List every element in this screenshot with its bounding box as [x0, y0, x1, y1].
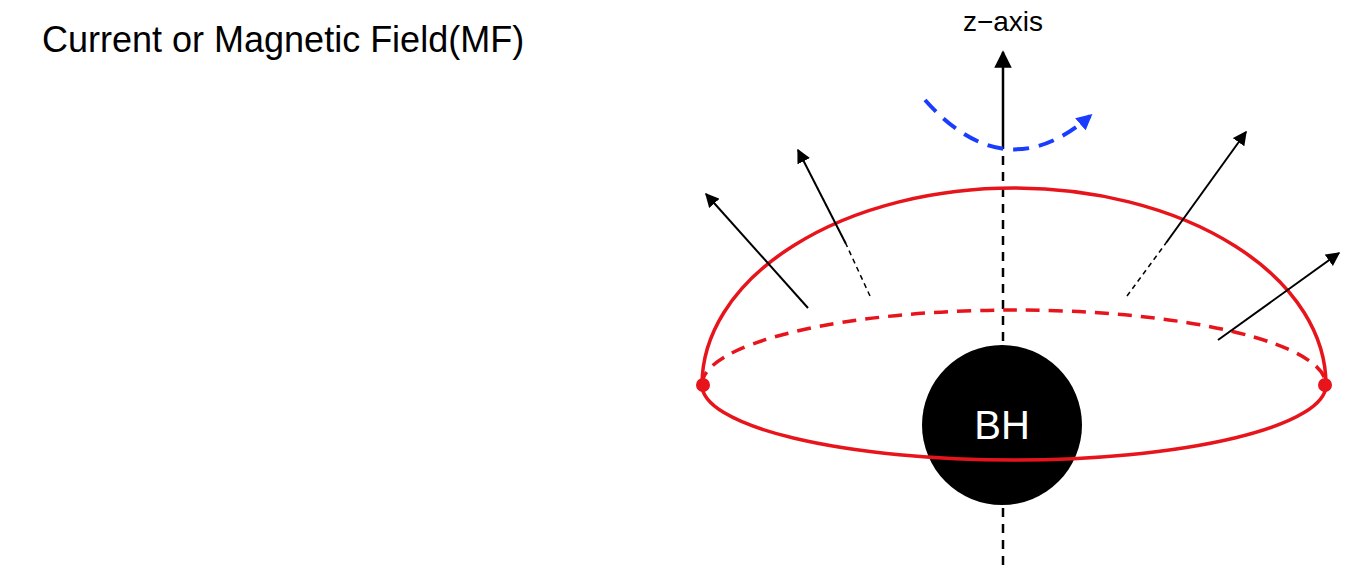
axis-label: z−axis [963, 6, 1043, 38]
black-hole-disc [922, 345, 1082, 505]
field-arrow [1166, 132, 1246, 243]
field-arrow [1218, 253, 1339, 340]
field-arrow [798, 150, 846, 244]
field-arrow [706, 194, 808, 308]
equator-dot [1318, 378, 1332, 392]
node-label: BH [974, 403, 1030, 448]
field-label: Current or Magnetic Field(MF) [42, 19, 524, 60]
equator-dot [696, 378, 710, 392]
z-axis-arrow [1002, 52, 1005, 140]
equator-front [702, 385, 1326, 460]
field-arrow-hidden [846, 244, 870, 296]
field-arrow-hidden [1127, 243, 1166, 296]
black-hole-circle: BH [922, 345, 1082, 505]
rotation-arrow [925, 100, 1090, 149]
